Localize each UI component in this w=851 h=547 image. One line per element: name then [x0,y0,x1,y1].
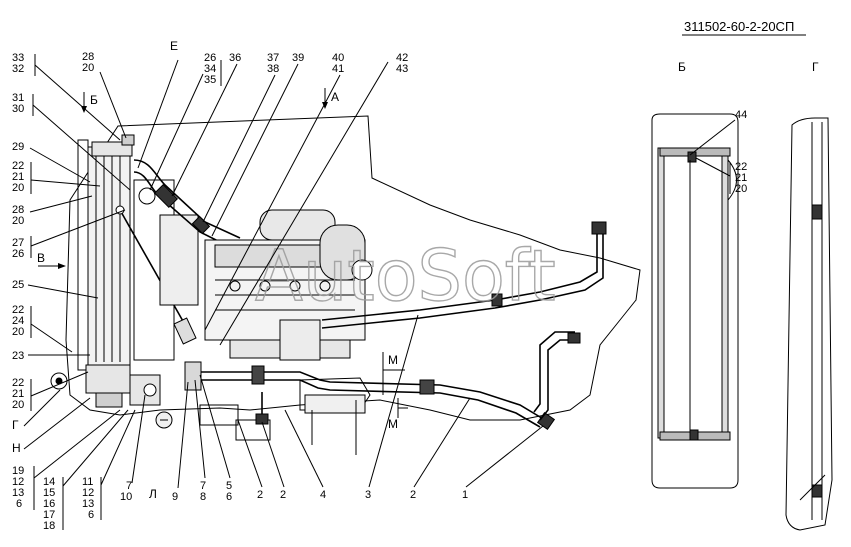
callout: 36 [229,52,241,64]
callout: 7 [126,480,132,492]
callout: 11 [82,476,93,488]
water-pump-group [129,361,202,429]
callout: 29 [12,141,24,153]
callout: 4 [320,489,326,501]
coolant-pipe-lower [260,371,546,421]
callout: 16 [43,498,55,510]
callout: 14 [43,476,55,488]
callout: 20 [12,182,24,194]
callout: 26 [12,248,24,260]
callout: 22 [735,161,747,173]
return-pipe [539,339,575,421]
callout: 19 [12,465,24,477]
callout: 28 [82,51,94,63]
view-letter-m-top: М [388,353,398,367]
callout: 20 [12,399,24,411]
watermark: AutoSoft [255,235,556,317]
view-letter-g-left: Г [12,418,19,432]
callout: 26 [204,52,216,64]
view-letter-l-bottom: Л [149,487,157,501]
callout-labels: 33 32 28 20 26 34 35 36 37 38 39 40 41 4… [12,51,747,532]
callout: 35 [204,74,216,86]
callout: 3 [365,489,371,501]
callout: 10 [120,491,132,503]
callout: 30 [12,103,24,115]
view-letter-a: А [331,90,339,104]
upper-hose [133,159,241,239]
callout: 6 [226,491,232,503]
view-letter-m-bottom: М [388,417,398,431]
callout: 21 [12,388,24,400]
callout: 6 [88,509,94,521]
callout: 24 [12,315,24,327]
callout: 2 [280,489,286,501]
view-title-g: Г [812,60,819,74]
callout: 27 [12,237,24,249]
callout: 7 [200,480,206,492]
view-letter-n-left: Н [12,441,21,455]
callout: 12 [12,476,24,488]
callout: 22 [12,304,24,316]
callout: 20 [735,183,747,195]
detail-view-b [651,113,739,489]
callout: 33 [12,52,24,64]
view-letter-v: В [37,251,45,265]
detail-view-g [785,117,833,531]
callout: 20 [82,62,94,74]
callout: 41 [332,63,344,75]
callout: 17 [43,509,55,521]
callout: 34 [204,63,216,75]
callout: 13 [12,487,24,499]
callout: 43 [396,63,408,75]
callout: 13 [82,498,94,510]
coolant-pipe-upper [321,232,598,321]
callout: 15 [43,487,55,499]
callout: 31 [12,92,24,104]
callout: 2 [257,489,263,501]
document-number: 311502-60-2-20СП [684,19,794,34]
callout: 5 [226,480,232,492]
callout: 28 [12,204,24,216]
callout: 1 [462,489,468,501]
callout: 2 [410,489,416,501]
callout: 18 [43,520,55,532]
callout: 8 [200,491,206,503]
callout: 20 [12,215,24,227]
view-letter-b-main: Б [90,93,98,107]
callout: 20 [12,326,24,338]
callout: 22 [12,377,24,389]
main-assembly-view [50,115,641,455]
engine-block [204,209,373,361]
callout: 22 [12,160,24,172]
view-letter-e: Е [170,39,178,53]
callout: 21 [12,171,24,183]
view-title-b: Б [678,60,686,74]
radiator-bottom-tank [85,364,131,394]
callout: 39 [292,52,304,64]
radiator-core [87,146,131,366]
callout: 38 [267,63,279,75]
callout: 23 [12,350,24,362]
callout: 6 [16,498,22,510]
callout: 12 [82,487,94,499]
callout: 37 [267,52,279,64]
callout: 32 [12,63,24,75]
callout: 21 [735,172,747,184]
callout: 9 [172,491,178,503]
callout: 44 [735,109,747,121]
callout: 42 [396,52,408,64]
callout: 25 [12,279,24,291]
callout: 40 [332,52,344,64]
